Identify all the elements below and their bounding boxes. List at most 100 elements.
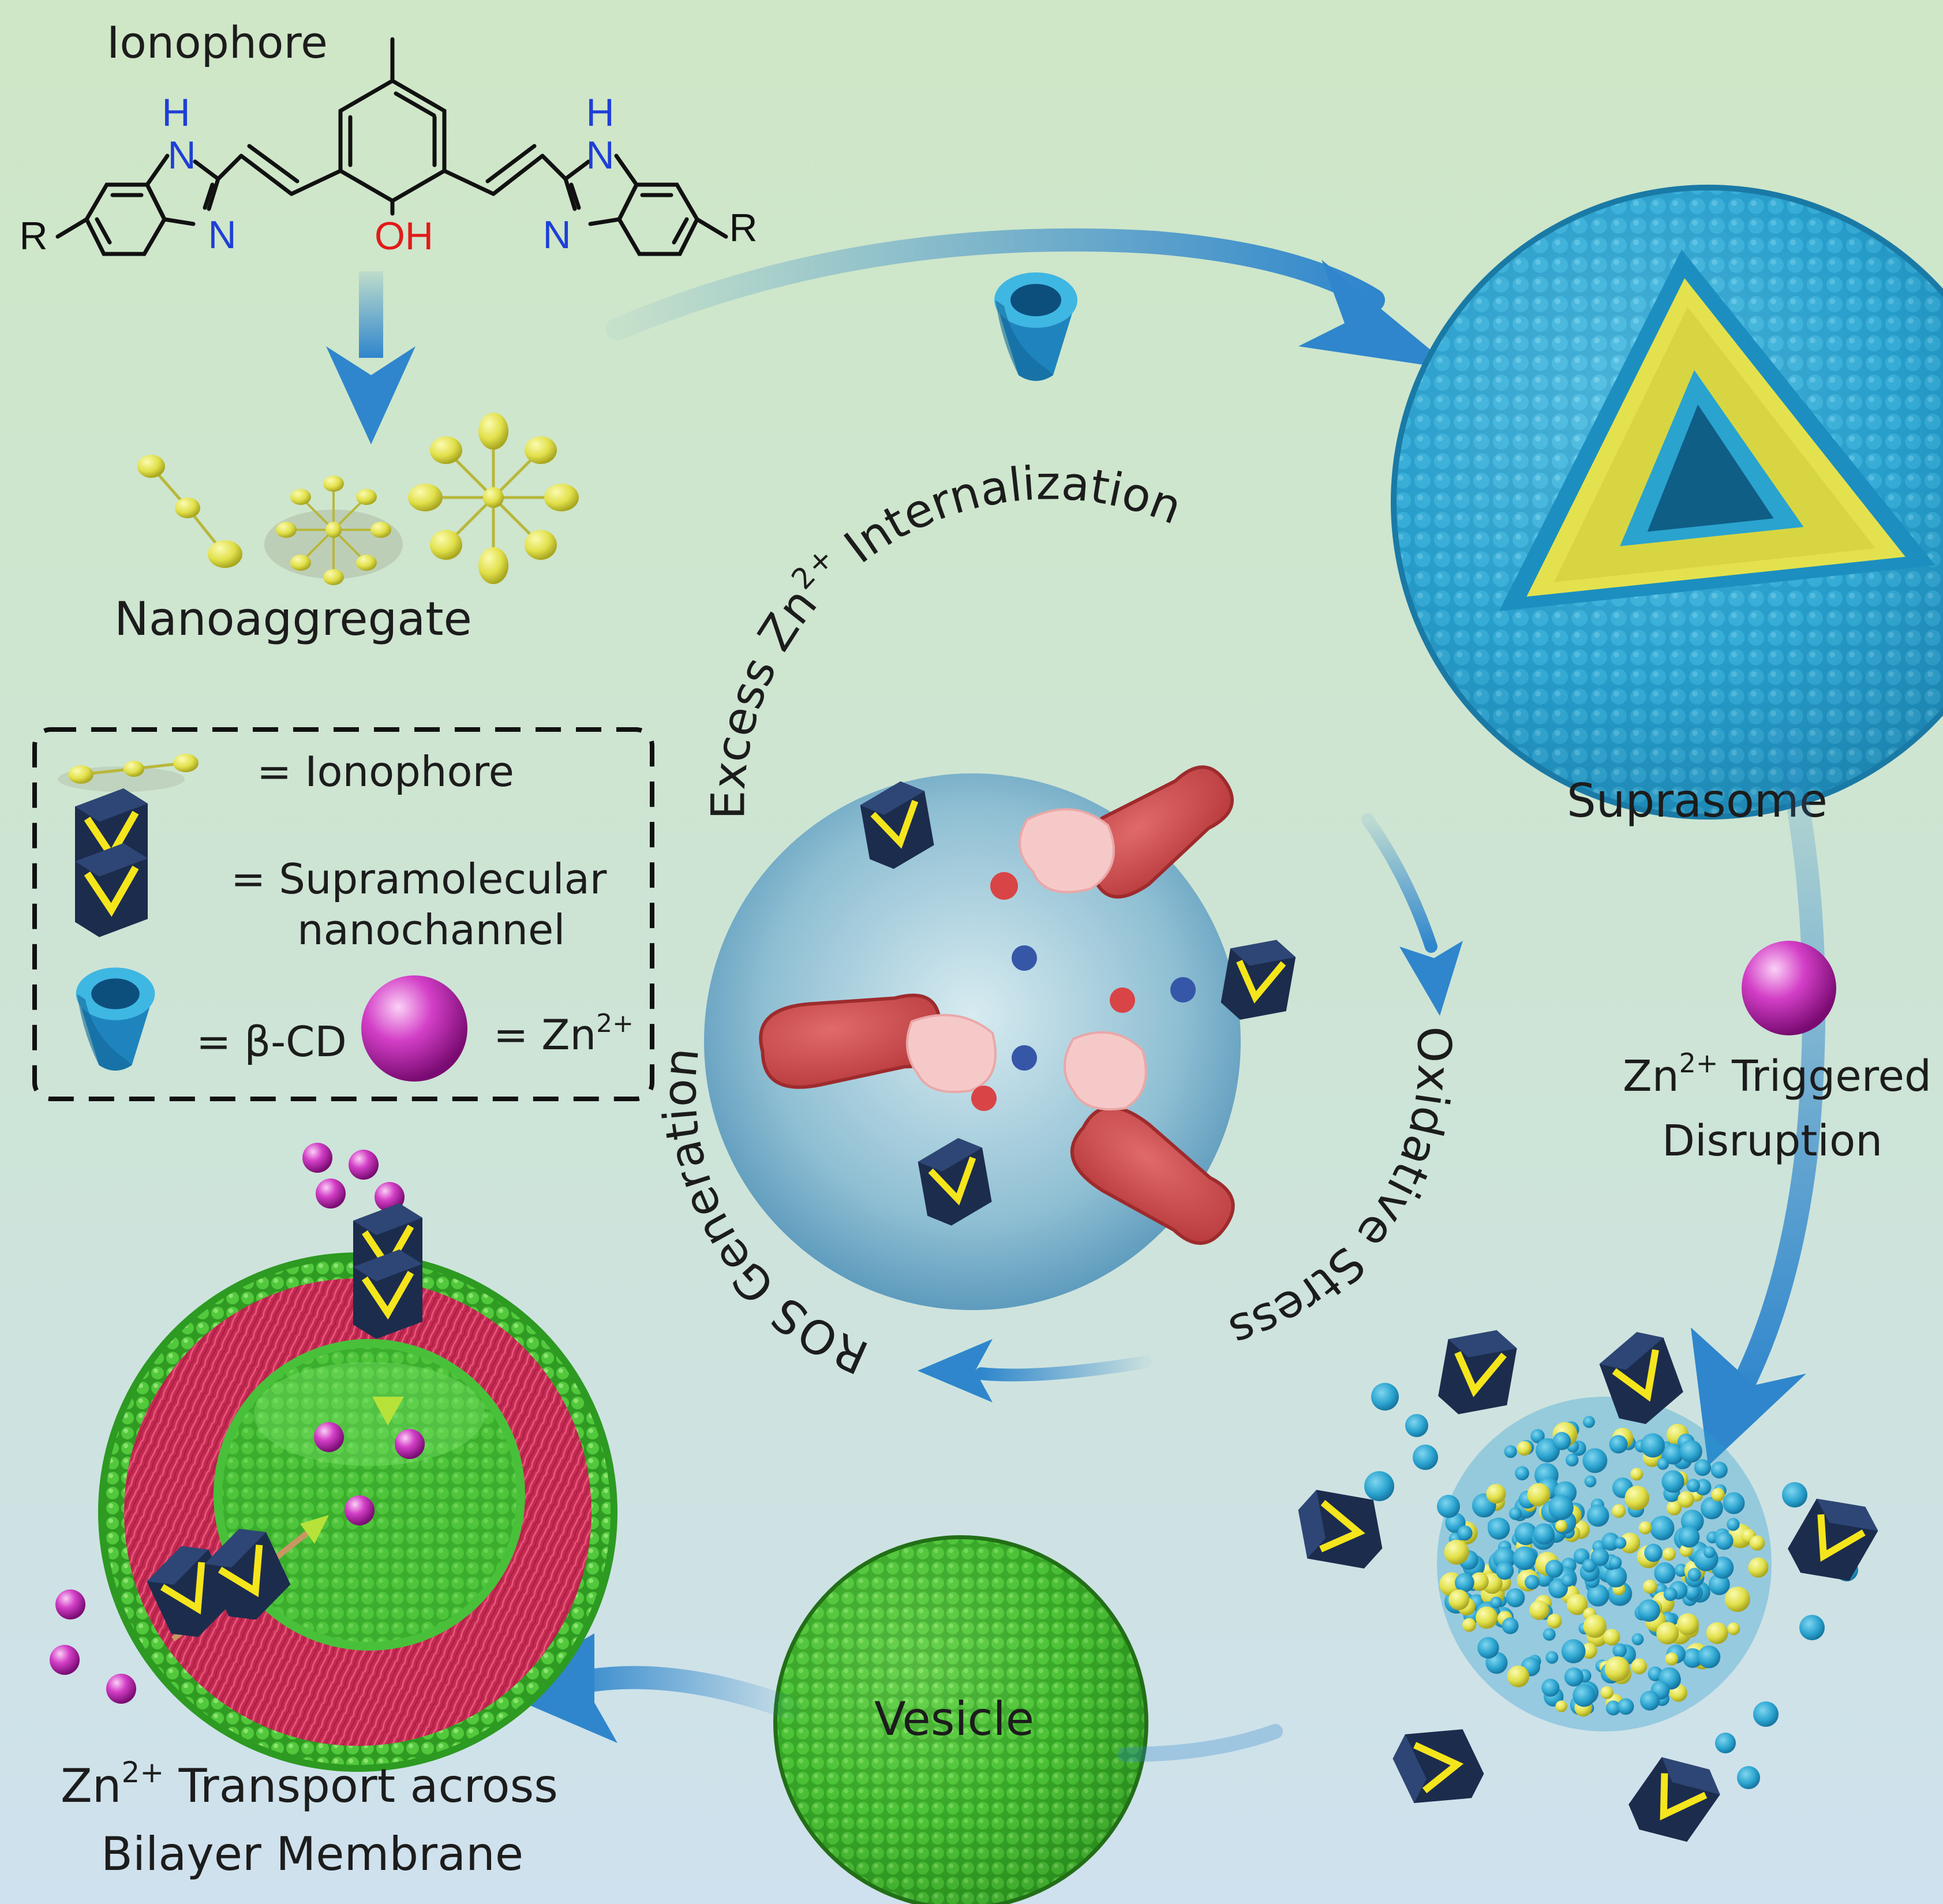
cluster-bead bbox=[1502, 1617, 1519, 1634]
cluster-bead bbox=[1601, 1532, 1620, 1551]
atom-oh: OH bbox=[375, 214, 433, 258]
cluster-bead bbox=[1547, 1613, 1562, 1629]
cluster-bead bbox=[1561, 1574, 1574, 1587]
cluster-bead bbox=[1654, 1562, 1676, 1584]
atom-r-left: R bbox=[19, 214, 47, 258]
cluster-bead bbox=[1710, 1461, 1728, 1479]
cluster-bead bbox=[1448, 1589, 1470, 1610]
cluster-bead bbox=[1644, 1543, 1663, 1562]
bilayer-vesicle-icon bbox=[98, 1252, 617, 1772]
cluster-bead bbox=[1530, 1429, 1545, 1443]
cluster-bead bbox=[1545, 1651, 1559, 1664]
svg-text:= Zn2+: = Zn2+ bbox=[493, 1009, 634, 1059]
cluster-bead bbox=[1723, 1492, 1745, 1514]
cluster-bead bbox=[1476, 1606, 1498, 1629]
cluster-bead bbox=[1477, 1637, 1499, 1659]
cluster-bead bbox=[1724, 1587, 1750, 1612]
cluster-bead bbox=[1686, 1479, 1700, 1492]
legend-nanochannel-line1: = Supramolecular bbox=[231, 855, 607, 903]
cell-icon bbox=[759, 765, 1298, 1245]
cluster-bead bbox=[1603, 1629, 1620, 1646]
cluster-bead bbox=[1604, 1656, 1630, 1682]
cluster-bead bbox=[1683, 1583, 1701, 1600]
cluster-bead bbox=[1661, 1470, 1684, 1493]
cluster-bead bbox=[1488, 1517, 1510, 1540]
cluster-bead bbox=[1609, 1435, 1628, 1454]
cluster-bead bbox=[1590, 1548, 1609, 1566]
cluster-bead bbox=[1748, 1557, 1769, 1578]
cluster-bead bbox=[1687, 1568, 1701, 1582]
transport-label: Zn2+ Transport across Bilayer Membrane bbox=[61, 1756, 558, 1881]
ionophore-structure bbox=[55, 37, 728, 256]
legend-zinc-icon bbox=[361, 975, 467, 1082]
cluster-bead bbox=[1506, 1588, 1525, 1607]
trigger-line2: Disruption bbox=[1662, 1116, 1882, 1166]
cluster-bead bbox=[1462, 1618, 1476, 1632]
transport-line2: Bilayer Membrane bbox=[101, 1827, 523, 1881]
cluster-bead bbox=[1662, 1547, 1676, 1561]
cluster-bead bbox=[1631, 1633, 1644, 1645]
cluster-bead bbox=[1455, 1573, 1474, 1593]
cluster-bead bbox=[1676, 1613, 1699, 1636]
cluster-bead bbox=[1573, 1684, 1596, 1707]
ionophore-rod-icon bbox=[58, 754, 199, 792]
atom-r-right: R bbox=[729, 206, 757, 250]
cluster-bead bbox=[1639, 1690, 1660, 1711]
svg-text:Zn2+ Triggered: Zn2+ Triggered bbox=[1623, 1048, 1931, 1101]
trigger-label: Zn2+ Triggered Disruption bbox=[1623, 1048, 1931, 1166]
cluster-bead bbox=[1679, 1440, 1702, 1463]
cluster-bead bbox=[1630, 1468, 1643, 1481]
cluster-bead bbox=[1619, 1532, 1641, 1554]
cluster-bead bbox=[1605, 1565, 1627, 1588]
nanoaggregate-label: Nanoaggregate bbox=[114, 592, 472, 646]
cluster-bead bbox=[1657, 1457, 1669, 1470]
cluster-bead bbox=[1517, 1441, 1532, 1456]
cluster-bead bbox=[1665, 1652, 1679, 1666]
cluster-bead bbox=[1555, 1700, 1567, 1712]
cluster-bead bbox=[1507, 1665, 1530, 1688]
cluster-bead bbox=[1614, 1536, 1627, 1549]
cluster-bead bbox=[1667, 1500, 1682, 1516]
cluster-bead bbox=[1564, 1667, 1583, 1687]
cluster-bead bbox=[1638, 1599, 1660, 1622]
cluster-bead bbox=[1509, 1507, 1522, 1520]
cluster-bead bbox=[1515, 1466, 1529, 1480]
cluster-bead bbox=[1583, 1614, 1607, 1638]
svg-text:Zn2+ Transport across: Zn2+ Transport across bbox=[61, 1756, 558, 1813]
atom-n-left-top: N bbox=[167, 133, 196, 177]
cluster-bead bbox=[1582, 1448, 1608, 1473]
cluster-bead bbox=[1552, 1432, 1571, 1450]
cluster-bead bbox=[1674, 1563, 1688, 1577]
cluster-bead bbox=[1600, 1686, 1613, 1700]
cluster-bead bbox=[1662, 1443, 1684, 1465]
cluster-bead bbox=[1694, 1459, 1712, 1476]
cluster-bead bbox=[1533, 1523, 1555, 1545]
cluster-bead bbox=[1495, 1561, 1514, 1580]
arrow-to-suprasome bbox=[606, 228, 1454, 369]
disrupted-cluster-icon bbox=[1290, 1322, 1885, 1856]
zinc-ion-sphere-icon bbox=[1742, 941, 1836, 1035]
ionophore-title: Ionophore bbox=[107, 17, 328, 68]
cluster-bead bbox=[1749, 1535, 1765, 1551]
cluster-bead bbox=[1708, 1573, 1730, 1595]
ionophore-atom-labels: H N N R OH H N N R bbox=[19, 91, 757, 258]
arrow-disruption bbox=[1691, 721, 1826, 1466]
cluster-bead bbox=[1617, 1698, 1634, 1715]
cluster-bead bbox=[1587, 1584, 1609, 1607]
atom-n-right-top: N bbox=[586, 133, 614, 177]
cluster-bead bbox=[1609, 1556, 1622, 1569]
cluster-bead bbox=[1486, 1484, 1506, 1504]
cluster-bead bbox=[1663, 1587, 1678, 1602]
cluster-bead bbox=[1514, 1522, 1537, 1546]
cluster-bead bbox=[1513, 1546, 1537, 1570]
cluster-bead bbox=[1470, 1572, 1489, 1591]
cluster-bead bbox=[1641, 1433, 1665, 1458]
atom-n-left-bottom: N bbox=[208, 213, 236, 257]
legend-zn-sup: 2+ bbox=[596, 1009, 634, 1038]
cluster-bead bbox=[1678, 1526, 1700, 1548]
suprasome-icon bbox=[1391, 185, 1943, 820]
cluster-bead bbox=[1727, 1518, 1740, 1531]
trigger-rest: Triggered bbox=[1718, 1052, 1931, 1101]
